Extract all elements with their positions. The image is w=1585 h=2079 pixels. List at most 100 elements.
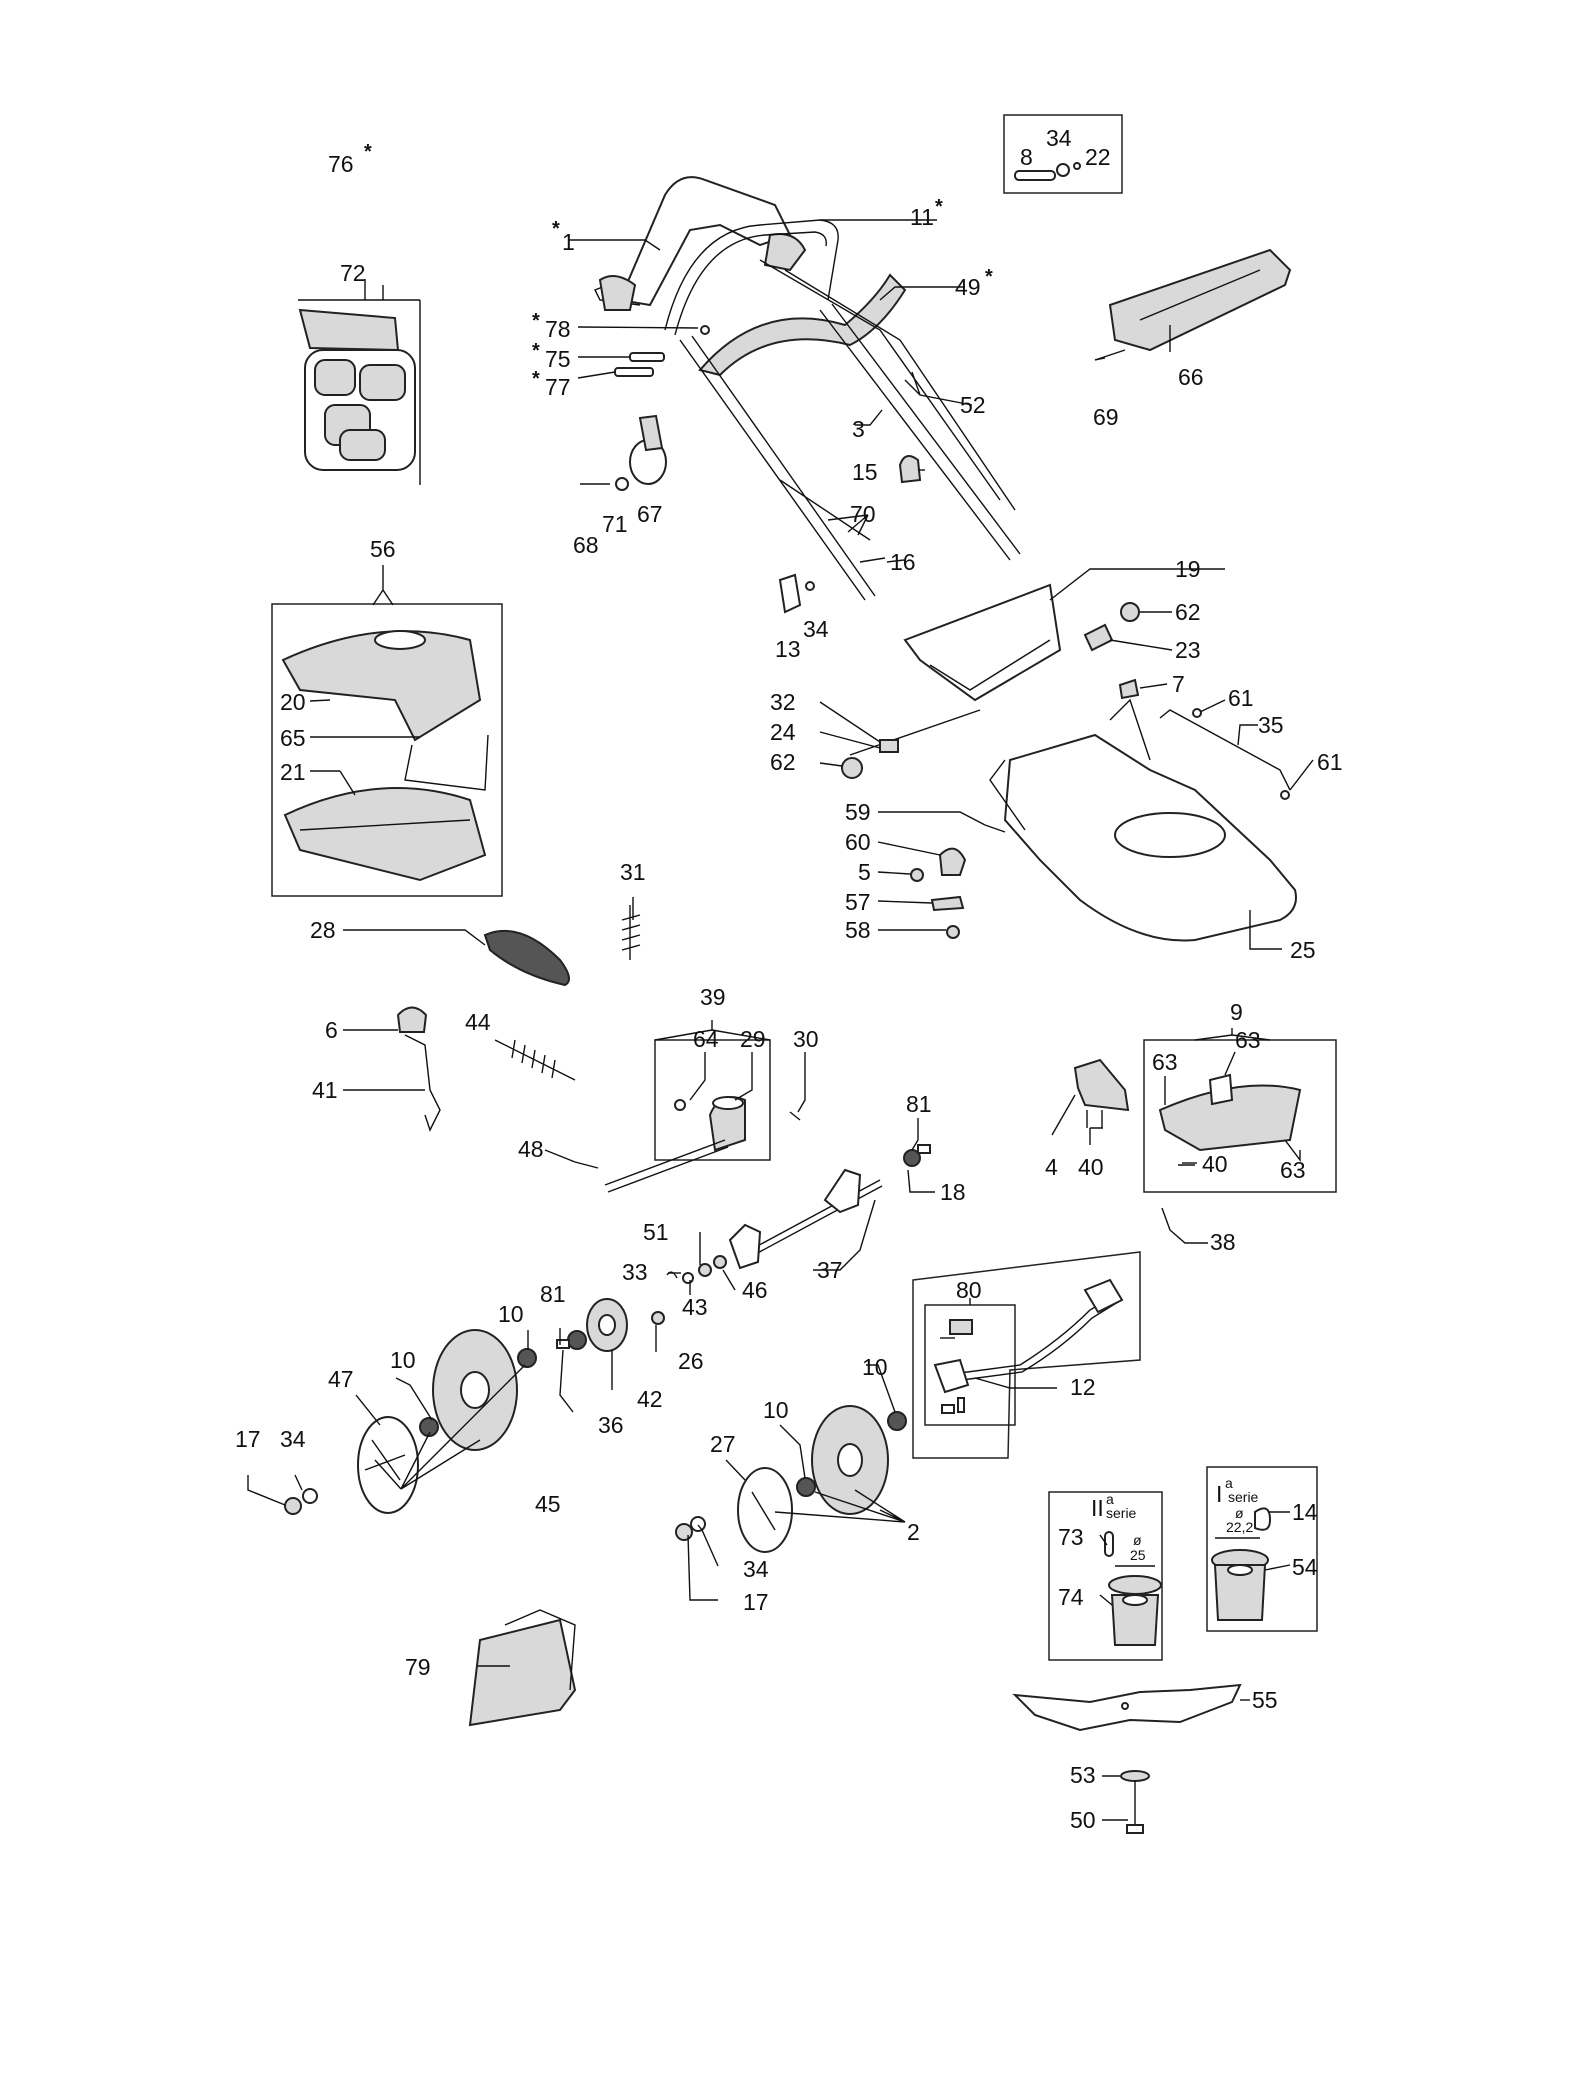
pinion-part-81-36 (556, 1330, 587, 1350)
part-label-54: 54 (1292, 1554, 1318, 1580)
part-label-47: 47 (328, 1366, 354, 1392)
part-label-21: 21 (280, 759, 306, 785)
clip-part-64 (674, 1099, 686, 1111)
part-label-80: 80 (956, 1277, 982, 1303)
handle-knob-part-67 (580, 414, 667, 491)
part-label-50: 50 (1070, 1807, 1096, 1833)
shaft-part-39 (604, 1139, 726, 1186)
part-label-57: 57 (845, 889, 871, 915)
part-label-79: 79 (405, 1654, 431, 1680)
part-label-10: 10 (498, 1301, 524, 1327)
part-label-7: 7 (1172, 671, 1185, 697)
rod-part-32 (849, 709, 981, 756)
asterisk-mark: * (935, 196, 943, 218)
rear-axle-part-37 (728, 1168, 883, 1270)
series-sup-first: a (1225, 1475, 1233, 1491)
part-label-17: 17 (235, 1426, 261, 1452)
nut-part-62 (1120, 602, 1140, 622)
part-label-29: 29 (740, 1026, 766, 1052)
asterisk-mark: * (532, 368, 540, 390)
nut-part-17b (675, 1523, 693, 1541)
rear-flap-part-19 (903, 583, 1062, 702)
part-label-34: 34 (743, 1556, 769, 1582)
nut-part-62-lower (841, 757, 863, 779)
bearing-part-10c (887, 1411, 907, 1431)
plate-part-57 (930, 895, 965, 912)
blade-part-55 (1012, 1683, 1242, 1732)
bearing-part-10a (517, 1348, 537, 1368)
catcher-bottom-part-21 (283, 787, 487, 882)
lever-part-41 (404, 1034, 441, 1132)
part-label-10: 10 (862, 1354, 888, 1380)
part-label-37: 37 (817, 1257, 843, 1283)
diameter-symbol-second: ø (1133, 1532, 1142, 1548)
part-label-62: 62 (770, 749, 796, 775)
part-label-24: 24 (770, 719, 796, 745)
series-sup-second: a (1106, 1491, 1114, 1507)
cotter-part-61b (1280, 790, 1290, 800)
blade-adapter-part-74 (1108, 1575, 1162, 1646)
diameter-symbol-first: ø (1235, 1505, 1244, 1521)
decal-part-72 (298, 299, 421, 485)
part-label-76: 76 (328, 151, 354, 177)
part-label-36: 36 (598, 1412, 624, 1438)
pin-part-81 (917, 1144, 931, 1154)
part-label-39: 39 (700, 984, 726, 1010)
key-part-73 (1104, 1531, 1114, 1557)
mower-deck-part-25 (989, 698, 1297, 942)
grass-bag-cover-part-66 (1094, 248, 1292, 361)
part-label-45: 45 (535, 1491, 561, 1517)
part-label-27: 27 (710, 1431, 736, 1457)
asterisk-mark: * (532, 340, 540, 362)
part-label-31: 31 (620, 859, 646, 885)
shield-kit-box (1143, 1039, 1337, 1193)
spring-part-31 (621, 905, 641, 960)
part-label-3: 3 (852, 416, 865, 442)
part-label-46: 46 (742, 1277, 768, 1303)
part-label-74: 74 (1058, 1584, 1084, 1610)
diameter-value-second: 25 (1130, 1547, 1146, 1563)
cable-part-70 (779, 479, 871, 541)
front-axle-part-12 (933, 1278, 1124, 1394)
nut-part-78 (700, 325, 710, 335)
part-label-71: 71 (602, 511, 628, 537)
part-label-5: 5 (858, 859, 871, 885)
clip-part-15 (898, 455, 922, 484)
deflector-part-4 (1073, 1058, 1130, 1112)
part-label-66: 66 (1178, 364, 1204, 390)
part-label-20: 20 (280, 689, 306, 715)
asterisk-mark: * (364, 141, 372, 163)
part-label-77: 77 (545, 374, 571, 400)
part-label-63: 63 (1235, 1027, 1261, 1053)
bushing-part-26 (651, 1311, 665, 1325)
part-label-49: 49 (955, 274, 981, 300)
part-label-62: 62 (1175, 599, 1201, 625)
part-label-6: 6 (325, 1017, 338, 1043)
clip-part-24 (879, 739, 899, 753)
part-label-38: 38 (1210, 1229, 1236, 1255)
series-roman-second: II (1091, 1495, 1104, 1521)
part-label-73: 73 (1058, 1524, 1084, 1550)
series-word-first: serie (1228, 1489, 1259, 1505)
rod-part-35 (1159, 709, 1291, 791)
clip-part-33 (666, 1271, 678, 1279)
mulch-plug-part-79 (468, 1609, 577, 1727)
part-label-67: 67 (637, 501, 663, 527)
bolt-part-50 (1126, 1780, 1144, 1834)
part-label-11: 11 (910, 204, 934, 230)
pin-part-48 (574, 1161, 599, 1169)
part-label-61: 61 (1317, 749, 1343, 775)
catcher-frame-part-65 (404, 734, 489, 791)
part-label-63: 63 (1280, 1157, 1306, 1183)
screw-part-38 (1161, 1207, 1171, 1231)
part-label-22: 22 (1085, 144, 1111, 170)
cap-part-7 (1118, 678, 1140, 700)
part-label-32: 32 (770, 689, 796, 715)
part-label-60: 60 (845, 829, 871, 855)
part-label-75: 75 (545, 346, 571, 372)
part-label-14: 14 (1292, 1499, 1318, 1525)
part-label-81: 81 (540, 1281, 566, 1307)
hardware-kit-box (1003, 114, 1123, 194)
bracket-kit-part-80 (940, 1319, 973, 1414)
screw-part-16 (859, 557, 886, 563)
